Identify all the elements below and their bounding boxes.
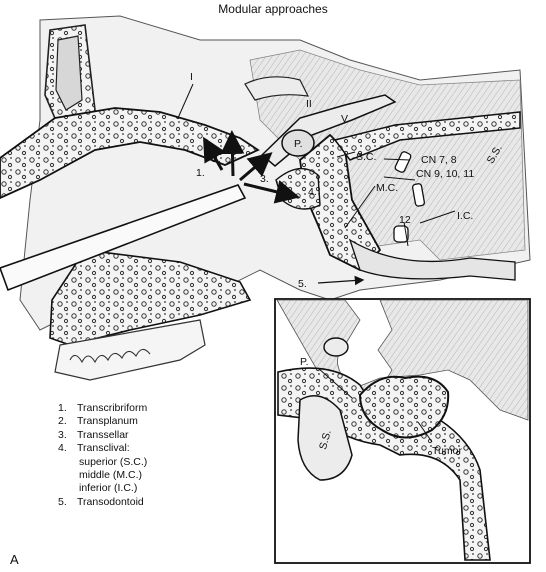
label-cn-7-8: CN 7, 8 <box>421 154 457 166</box>
endoscope <box>0 184 247 292</box>
inset-panel: P. S.S. Tumor <box>274 298 531 564</box>
route-arrows <box>203 130 365 286</box>
clivus <box>299 111 521 281</box>
label-olfactory: I <box>190 71 193 83</box>
legend-item-1: 1.Transcribriform <box>58 402 148 414</box>
label-pituitary: P. <box>294 138 303 150</box>
label-route-2: 2. <box>212 153 221 165</box>
maxilla <box>49 249 252 381</box>
label-route-4: 4. <box>308 186 317 198</box>
inset-label-tumor: Tumor <box>432 445 462 457</box>
inset-label-pituitary: P. <box>300 356 309 368</box>
skull-outline <box>19 15 531 331</box>
label-optic: II <box>306 98 312 110</box>
legend-item-4: 4.Transclival: <box>58 442 130 455</box>
label-cn-12: 12 <box>399 214 411 226</box>
label-inferior-clivus: I.C. <box>457 210 473 222</box>
label-route-3: 3. <box>260 173 269 185</box>
cranial-nerves <box>393 151 426 243</box>
label-trigeminal: V <box>341 113 348 125</box>
leader-lines <box>177 83 456 247</box>
label-superior-clivus: S.C. <box>356 151 376 163</box>
legend-sub-superior: superior (S.C.) <box>79 455 148 468</box>
label-cn-9-10-11: CN 9, 10, 11 <box>416 168 474 180</box>
legend-sub-inferior: inferior (I.C.) <box>79 482 138 495</box>
approach-legend: 1.Transcribriform 2.Transplanum 3.Transs… <box>58 402 147 509</box>
anterior-skull-base <box>0 107 260 199</box>
panel-letter: A <box>10 552 19 567</box>
legend-sub-middle: middle (M.C.) <box>79 469 143 482</box>
label-route-5: 5. <box>298 278 307 290</box>
legend-item-2: 2.Transplanum <box>58 415 138 428</box>
legend-item-3: 3.Transsellar <box>58 428 129 441</box>
label-middle-clivus: M.C. <box>376 182 398 194</box>
frontal-bone <box>44 24 96 131</box>
legend-item-5: 5.Transodontoid <box>58 495 144 508</box>
label-route-1: 1. <box>196 167 205 179</box>
figure-title: Modular approaches <box>218 2 328 16</box>
inset-label-sphenoid-sinus: S.S. <box>317 429 334 451</box>
